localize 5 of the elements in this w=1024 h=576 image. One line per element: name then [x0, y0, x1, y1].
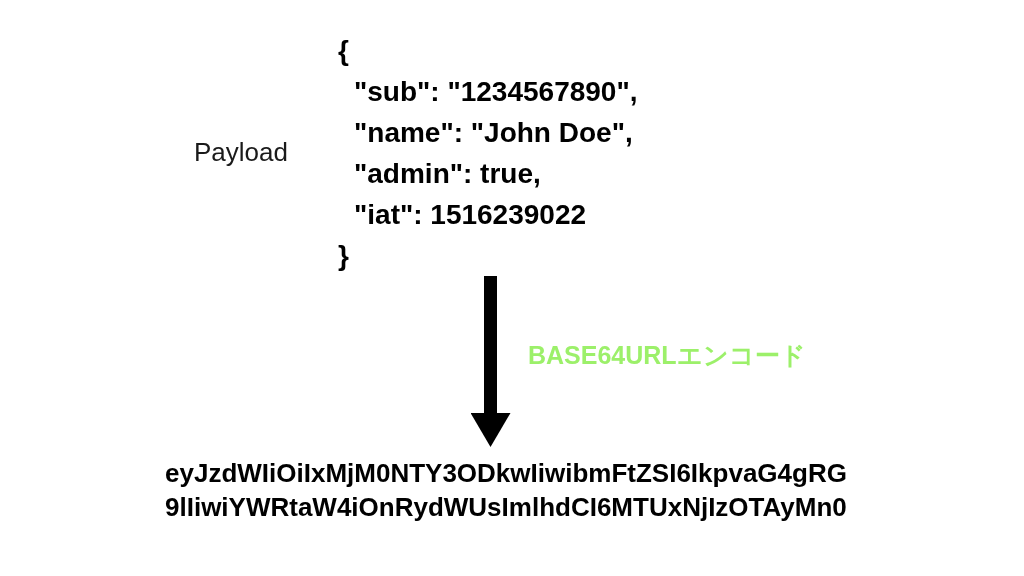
json-payload-text: { "sub": "1234567890", "name": "John Doe", "admin": true, "iat": 1516239022 } — [338, 30, 668, 276]
section-label: Payload — [194, 136, 288, 168]
encoded-token-text: eyJzdWIiOiIxMjM0NTY3ODkwIiwibmFtZSI6IkpvaG4gRG9lIiwiYWRtaW4iOnRydWUsImlhdCI6MTUxNjIzOTAyMn0 — [165, 447, 854, 524]
edge-label: BASE64URLエンコード — [528, 340, 806, 371]
arrow — [470, 276, 511, 447]
